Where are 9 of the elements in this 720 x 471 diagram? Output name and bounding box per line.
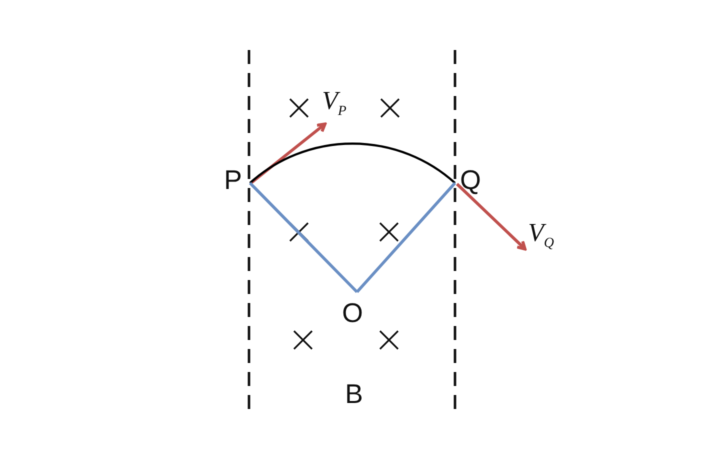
field-label: B xyxy=(345,381,364,407)
radius-line xyxy=(248,182,358,294)
radius-line xyxy=(356,182,456,293)
velocity-label: V$_{P}$ xyxy=(322,88,346,122)
trajectory-arc xyxy=(249,142,456,184)
point-label: Q xyxy=(460,167,482,194)
point-label: P xyxy=(224,167,242,194)
velocity-label: V$_{Q}$ xyxy=(528,220,554,254)
point-label: O xyxy=(342,300,364,327)
